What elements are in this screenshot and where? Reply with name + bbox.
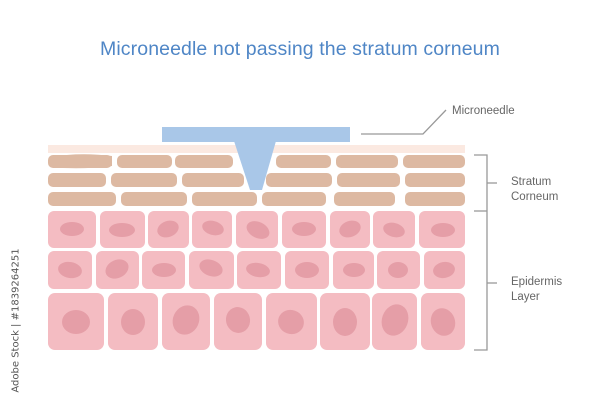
epidermis-label-line2: Layer [511, 291, 540, 303]
stratum-corneum-label: Stratum Corneum [511, 175, 558, 205]
stratum-corneum-cells [48, 154, 465, 206]
diagram-title: Microneedle not passing the stratum corn… [100, 38, 500, 60]
stratum-corneum-label-line2: Corneum [511, 191, 559, 203]
microneedle-label: Microneedle [452, 105, 515, 117]
stratum-corneum-label-line1: Stratum [511, 176, 552, 188]
microneedle-shape [162, 127, 350, 190]
epidermis-label-line1: Epidermis [511, 276, 563, 288]
microneedle-leader-line [361, 109, 447, 135]
epidermis-layer-label: Epidermis Layer [511, 275, 562, 305]
layer-brackets [474, 154, 497, 351]
cell-nuclei [58, 220, 456, 336]
